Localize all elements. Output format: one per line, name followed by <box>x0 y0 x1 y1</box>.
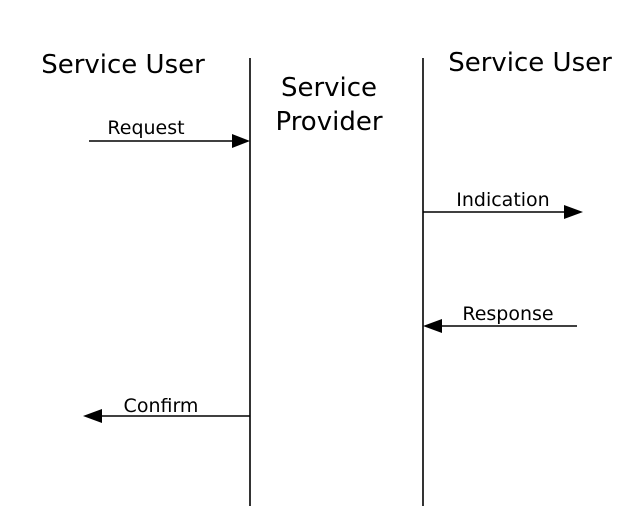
indication-arrow <box>423 205 583 219</box>
request-arrow <box>89 134 250 148</box>
response-arrow <box>423 319 577 333</box>
confirm-arrow <box>83 409 250 423</box>
response-arrow-head <box>423 319 442 333</box>
indication-arrow-head <box>564 205 583 219</box>
request-label: Request <box>107 117 184 139</box>
confirm-label: Confirm <box>124 395 199 417</box>
heading-right-service-user: Service User <box>448 48 612 78</box>
request-arrow-head <box>232 134 250 148</box>
indication-label: Indication <box>456 189 549 211</box>
response-label: Response <box>462 303 553 325</box>
heading-service-provider-line2: Provider <box>275 107 382 137</box>
heading-service-provider-line1: Service <box>281 73 377 103</box>
heading-left-service-user: Service User <box>41 50 205 80</box>
confirm-arrow-head <box>83 409 102 423</box>
